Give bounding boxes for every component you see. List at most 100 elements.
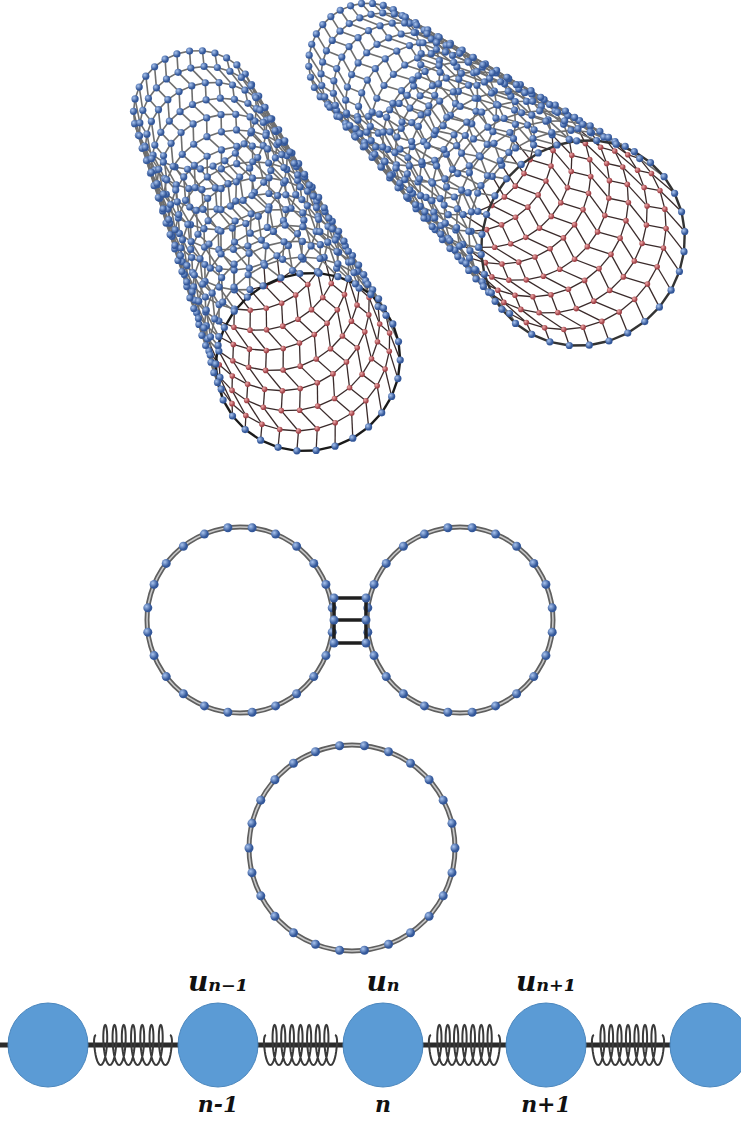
atom [437,195,444,202]
atom [532,254,538,260]
atom [585,244,591,250]
atom [454,253,461,260]
atom [319,21,326,28]
bond [298,319,314,334]
bond [249,310,251,330]
atom [616,309,622,315]
bond [575,259,599,268]
atom [488,289,495,296]
bond [146,161,154,186]
bond [502,225,511,244]
atom [624,329,631,336]
bond [657,267,671,290]
atom [468,208,475,215]
outer-bonds [309,3,685,345]
atom [573,306,579,312]
bond [308,284,312,309]
atom [588,174,594,180]
bond [626,221,642,244]
atom [449,52,456,59]
bond [599,269,610,291]
atom [523,277,529,283]
atom [386,106,393,113]
bond [323,298,338,310]
atom [471,266,478,273]
bond [558,313,583,328]
bond [333,374,335,399]
atom [472,275,479,282]
atom [245,382,251,388]
bond [543,276,568,289]
atom [491,192,498,199]
atom [437,69,444,76]
atom [481,271,488,278]
bond [644,188,647,206]
bond [410,190,425,212]
atom [478,109,485,116]
atom [398,30,405,37]
atom [463,260,470,267]
atom [604,161,610,167]
atom [435,80,442,87]
atom [441,201,448,208]
bond [535,257,543,276]
bond [526,280,551,295]
atom [453,142,460,149]
bond [280,430,299,432]
atom [297,407,303,413]
bond [623,167,644,188]
atom [412,201,419,208]
atom [621,274,627,280]
bond [551,216,574,224]
atom [349,410,355,416]
atom [429,180,436,187]
atom [541,273,547,279]
atom [320,295,326,301]
atom [398,87,405,94]
bond [640,159,664,177]
atom [458,187,465,194]
atom [460,211,467,218]
atom [442,49,449,56]
atom [528,331,535,338]
bond [266,370,283,390]
atom [365,27,372,34]
atom [506,129,513,136]
atom [385,34,392,41]
atom [546,338,553,345]
bond [634,261,657,267]
atom [355,103,362,110]
bond [619,299,634,312]
bond [558,309,576,313]
atom [297,386,303,392]
atom [382,366,388,372]
atom [446,245,453,252]
bond [263,146,271,171]
atom [431,214,438,221]
atom [613,141,620,148]
atom [465,82,472,89]
atom [380,2,387,9]
atom [319,59,326,66]
atom [501,300,507,306]
atom [474,208,481,215]
bond [528,207,540,228]
atom [595,229,601,235]
atom [393,133,400,140]
atom [632,297,638,303]
atom [605,134,612,141]
atom [555,310,561,316]
atom [566,342,573,349]
bond [377,386,382,413]
atom [565,185,571,191]
atom [518,161,525,168]
atom [624,182,630,188]
bond [504,302,527,322]
atom [229,401,235,407]
atom [263,306,269,312]
atom [431,92,438,99]
bond [538,195,551,216]
bond [657,248,663,267]
atom [548,163,554,169]
bond [563,238,574,259]
